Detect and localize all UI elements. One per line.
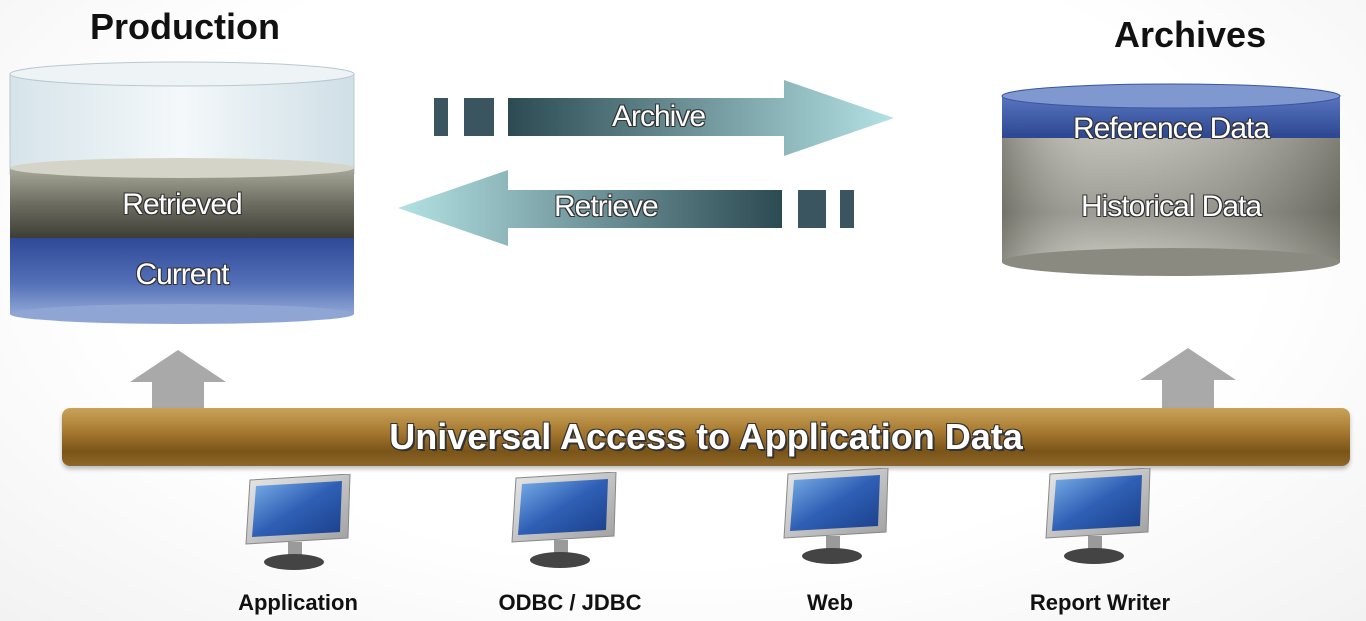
up-arrow-left-icon — [128, 348, 228, 410]
retrieve-label: Retrieve — [554, 190, 659, 223]
up-arrow-right-icon — [1138, 346, 1238, 410]
production-title: Production — [90, 6, 280, 47]
archives-database: Reference Data Historical Data — [1000, 82, 1342, 282]
retrieve-arrow-graphic — [398, 170, 854, 246]
client-label-report-writer: Report Writer — [1029, 590, 1171, 615]
archive-flow-arrow: Archive — [434, 78, 896, 162]
archives-cylinder-graphic — [1001, 83, 1341, 276]
retrieved-layer-label: Retrieved — [122, 188, 242, 221]
archive-label: Archive — [612, 100, 706, 133]
web-monitor-icon — [770, 467, 894, 568]
retrieve-flow-arrow: Retrieve — [396, 168, 858, 252]
application-monitor-icon — [232, 473, 356, 574]
report-writer-monitor-icon — [1032, 467, 1156, 568]
current-layer-label: Current — [135, 258, 229, 291]
client-label-odbc-jdbc: ODBC / JDBC — [498, 590, 642, 615]
client-label-web: Web — [806, 590, 854, 615]
odbc-jdbc-monitor-icon — [498, 471, 622, 572]
client-label-application: Application — [238, 590, 358, 615]
historical-data-label: Historical Data — [1080, 190, 1262, 223]
production-cylinder-graphic — [9, 61, 355, 324]
archives-title: Archives — [1114, 14, 1267, 55]
reference-data-label: Reference Data — [1072, 112, 1270, 145]
archive-arrow-graphic — [434, 80, 894, 156]
universal-access-bar: Universal Access to Application Data — [62, 408, 1350, 466]
universal-access-label: Universal Access to Application Data — [389, 416, 1023, 457]
production-database: Retrieved Current — [8, 60, 356, 330]
